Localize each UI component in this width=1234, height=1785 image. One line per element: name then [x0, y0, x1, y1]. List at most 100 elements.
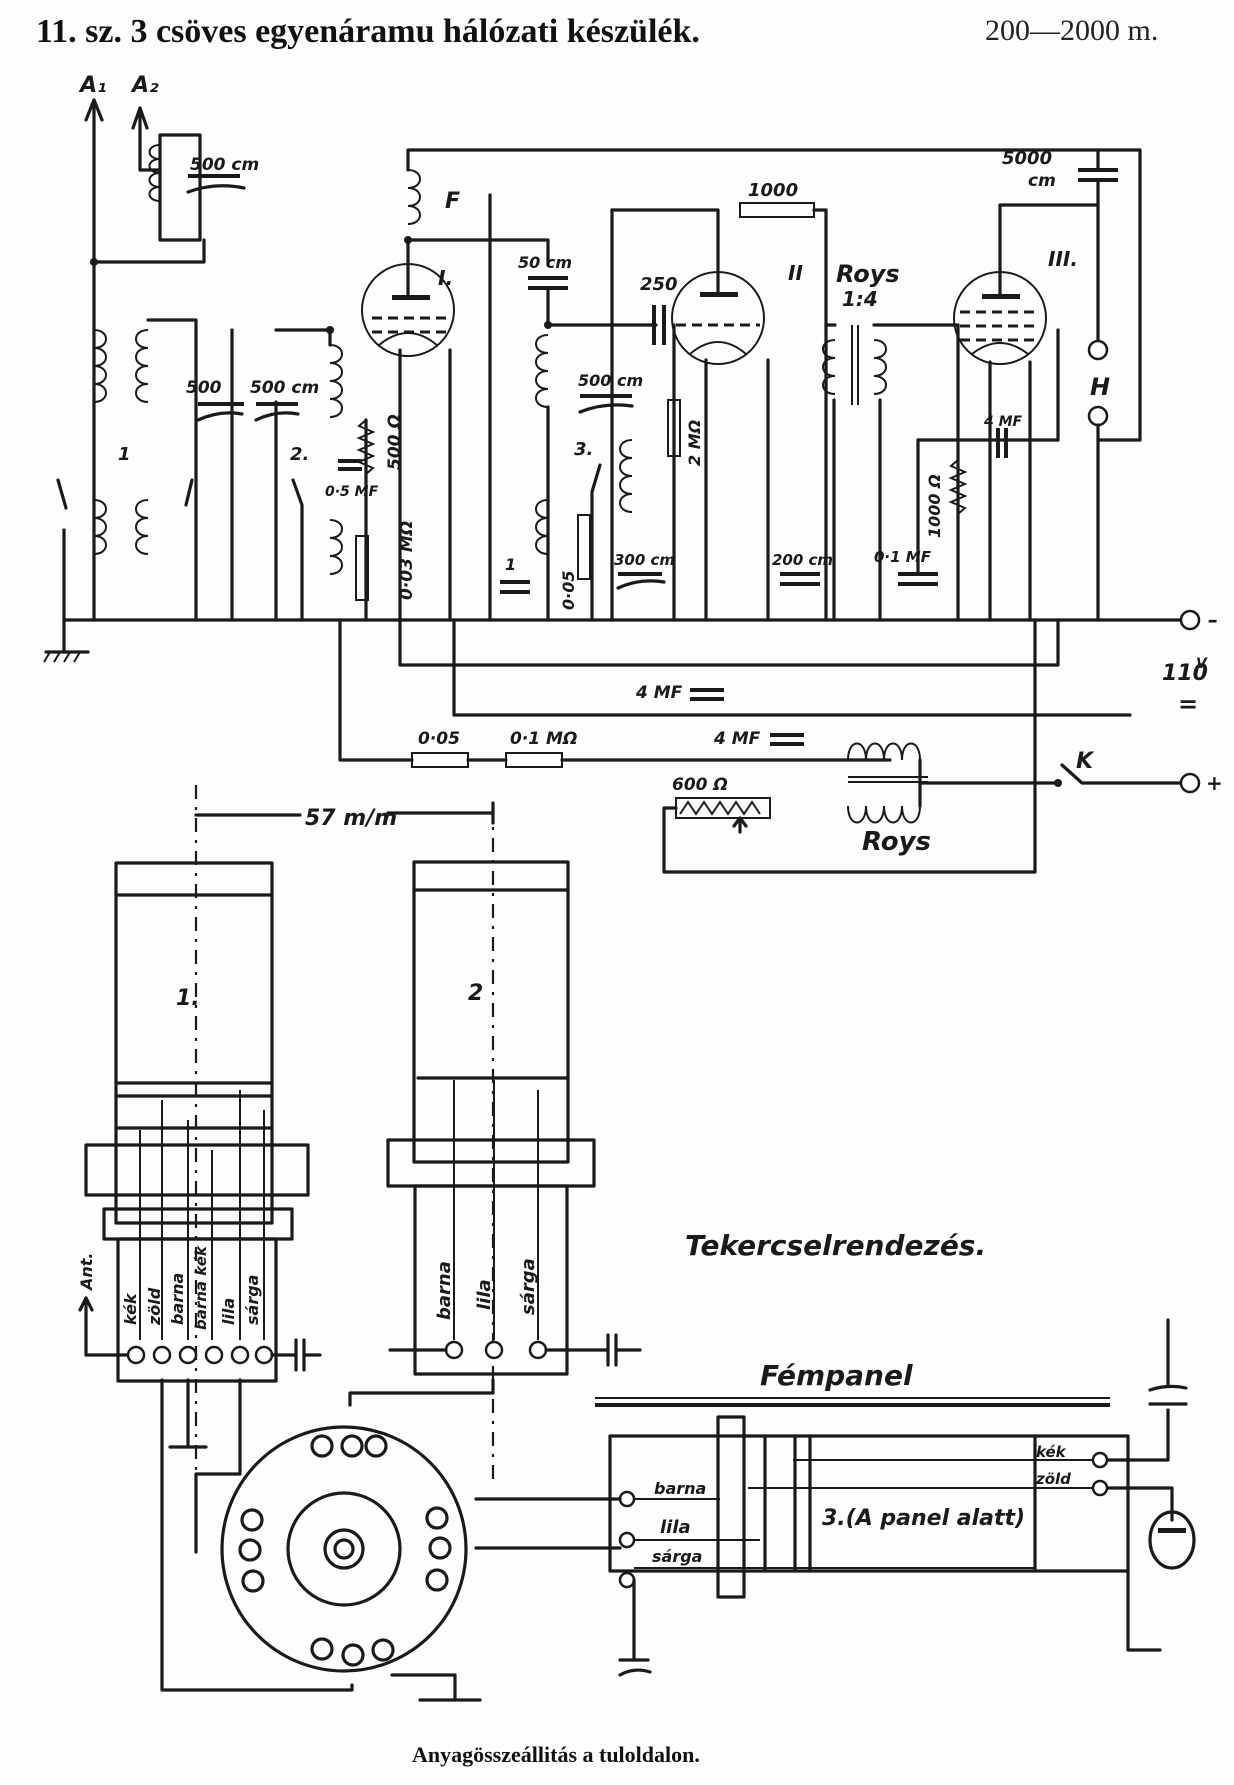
wave-switch-2: [291, 478, 304, 622]
coil-2-terminals: [444, 1340, 548, 1360]
antenna-a2-wire: [138, 106, 162, 172]
antenna-section: A₁ A₂ 500 cm: [78, 73, 259, 622]
coil-1-leads: [139, 1090, 265, 1340]
switch-contact-hole: [425, 1506, 449, 1530]
power-switch-lever[interactable]: [1060, 763, 1182, 785]
terminal[interactable]: [230, 1345, 250, 1365]
headphone-jack-top[interactable]: [1087, 339, 1109, 361]
section-title: Tekercselrendezés.: [685, 1229, 986, 1262]
cap-tune-3-plate: [580, 394, 632, 398]
switch-shaft[interactable]: [323, 1528, 365, 1570]
coil-3: 50 cm 3. 0·05 500 cm 1: [488, 193, 643, 622]
wavelength-range: 200—2000 m.: [985, 14, 1158, 47]
resistor-1000-ohm: [948, 459, 968, 515]
terminal[interactable]: [152, 1345, 172, 1365]
headphones-label: H: [1090, 373, 1110, 401]
terminal[interactable]: [528, 1340, 548, 1360]
cap-250-plate-a: [652, 305, 656, 345]
wave-switch-1-lever: [56, 478, 68, 510]
grid-leak-resistor: [355, 535, 369, 601]
resistor-01m: [505, 752, 563, 768]
switch-wire-b: [194, 1378, 242, 1554]
coil-2-top-wire: [274, 328, 332, 347]
coil-2-upper: [329, 344, 343, 418]
headphone-jack-bottom[interactable]: [1087, 405, 1109, 427]
tuning-cap-1-arrow-icon: [196, 411, 244, 422]
terminal[interactable]: [204, 1345, 224, 1365]
switch-body: [220, 1425, 468, 1673]
resistor-005-vertical: [577, 514, 591, 580]
terminal[interactable]: [254, 1345, 274, 1365]
tube-2-heater-leads: [704, 358, 770, 622]
terminal[interactable]: [1091, 1451, 1109, 1469]
wave-switch-1: [62, 528, 96, 622]
coil-1-secondary-upper: [135, 329, 149, 403]
terminal[interactable]: [1091, 1479, 1109, 1497]
potentiometer-winding: [679, 800, 761, 816]
coil-1: 1: [43, 318, 198, 663]
cap-4mf-top-plate-b: [1004, 428, 1008, 458]
tube-3-grids: [960, 310, 1040, 342]
cap-01-plate-a: [898, 572, 938, 576]
cap-250-label: 250: [640, 274, 678, 295]
cap-50-plate-b: [528, 286, 568, 290]
cap-01-label: 0·1 MF: [874, 548, 932, 566]
coil-2: 2. 0·5 MF 500 Ω: [274, 326, 405, 622]
antenna-ground-link: [92, 238, 206, 264]
wave-switch-1b-lever: [184, 478, 194, 507]
cap-5000-label: 5000: [1002, 148, 1052, 169]
cap-5000-unit: cm: [1028, 171, 1056, 191]
supply-voltage: 110: [1162, 661, 1208, 686]
coil-2-former: [412, 860, 570, 1164]
resistor-1000-label: 1000: [748, 180, 798, 201]
junction: [90, 258, 98, 266]
supply-minus-terminal[interactable]: [1179, 609, 1201, 631]
switch-contact-hole: [364, 1434, 388, 1458]
resistor-1000: [739, 202, 815, 218]
coil-3-box: [608, 1434, 1130, 1573]
antenna-tank-loop: [158, 133, 202, 242]
tube-2: 250 1000 II 2 MΩ 300 cm 200 cm: [610, 180, 833, 622]
cap-tune-3-arrow-icon: [578, 403, 634, 414]
wave-switch-3: [590, 463, 602, 622]
terminal[interactable]: [178, 1345, 198, 1365]
junction: [404, 236, 412, 244]
cap-200-plate-a: [780, 572, 820, 576]
wave-band-switch[interactable]: [220, 1425, 468, 1673]
resistor-005: [411, 752, 469, 768]
tube-3-leads: [956, 323, 1060, 622]
terminal[interactable]: [126, 1345, 146, 1365]
feedback-coil-label: F: [445, 189, 460, 214]
supply-minus-label: –: [1208, 608, 1218, 632]
coil-1-terminals: [126, 1345, 274, 1365]
antenna-layout-label: Ant.: [77, 1253, 96, 1293]
coil-1-flange-upper: [84, 1143, 310, 1197]
coil-2-wire-label: barna: [434, 1261, 455, 1320]
tuning-capacitors: 500 500 cm: [186, 328, 319, 622]
terminal[interactable]: [618, 1531, 636, 1549]
supply-voltage-unit: V: [1196, 656, 1208, 672]
transformer-name: Roys: [836, 260, 900, 288]
coil-1-ground: [168, 1378, 208, 1449]
cap-4mf-a-label: 4 MF: [635, 683, 683, 703]
terminal[interactable]: [618, 1490, 636, 1508]
supply-plus-terminal[interactable]: [1179, 772, 1201, 794]
antenna-capacitor-plate: [188, 174, 240, 178]
cap-4mf-b-plate-a: [770, 733, 804, 737]
cap-300-plate: [618, 572, 662, 576]
transformer-primary: [822, 339, 836, 395]
terminal[interactable]: [484, 1340, 504, 1360]
coil-2-lower: [329, 519, 343, 575]
terminal[interactable]: [444, 1340, 464, 1360]
cap-05-plate-a: [338, 459, 362, 463]
terminal[interactable]: [618, 1571, 636, 1589]
tube-3-plate-wire: [998, 203, 1100, 296]
tube-2-plate-wire: [610, 208, 720, 294]
coil-3-label: 3.: [574, 439, 593, 460]
coil-3-windings: [763, 1434, 1037, 1573]
coil-1-wire-label: lila: [219, 1298, 238, 1325]
coil-layout: 57 m/m 1. 2 kék zöld barna barna kék lil…: [77, 785, 1196, 1702]
switch-contact-hole: [341, 1643, 365, 1667]
switch-contact-hole: [425, 1568, 449, 1592]
coil-1-terminal-strip: [116, 1237, 278, 1383]
